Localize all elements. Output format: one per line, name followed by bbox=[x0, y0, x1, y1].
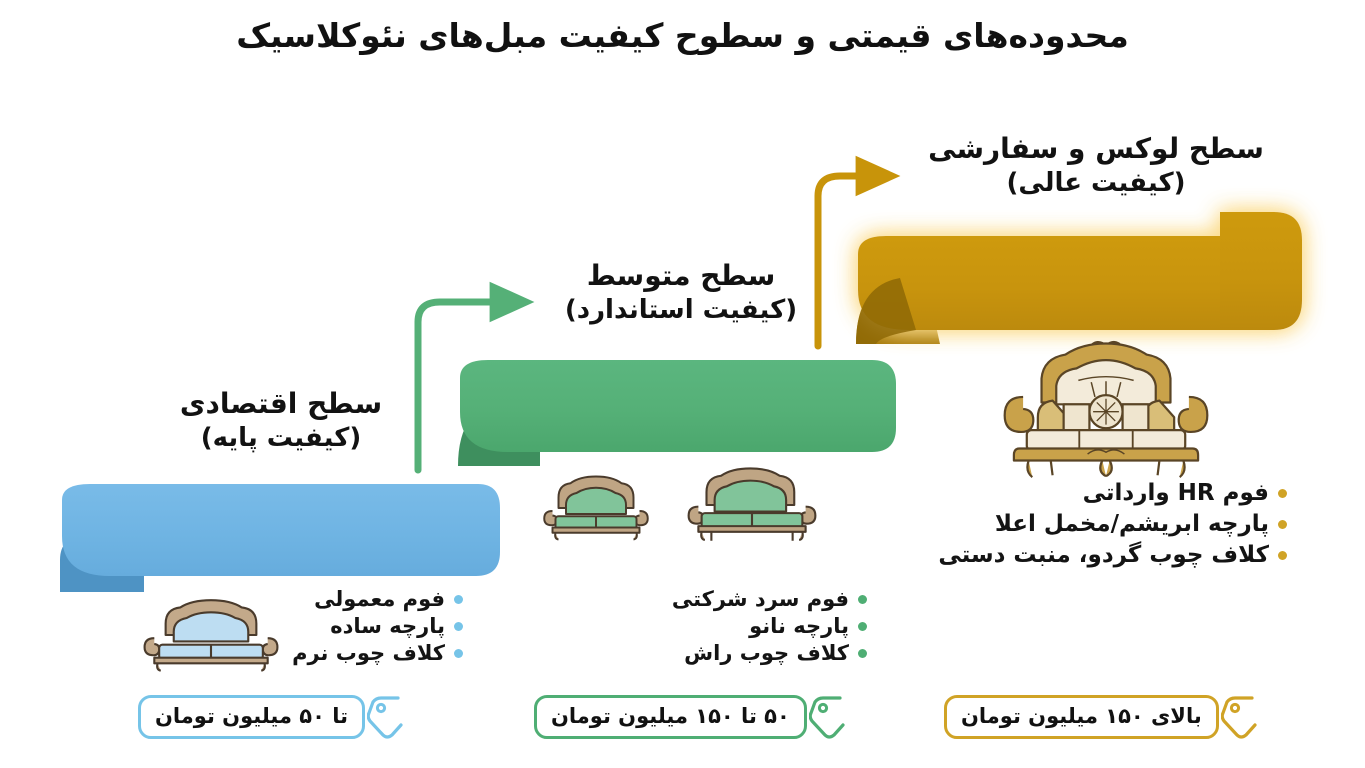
bullet-dot-icon bbox=[454, 595, 463, 604]
bullet-dot-icon bbox=[858, 622, 867, 631]
feature-label: فوم سرد شرکتی bbox=[671, 587, 849, 611]
sofa-icon-gold bbox=[1003, 341, 1209, 478]
feature-list-luxury: فوم HR وارداتی پارچه ابریشم/مخمل اعلا کل… bbox=[938, 478, 1287, 571]
arrow-economy-to-medium bbox=[414, 281, 535, 474]
price-tag-icon bbox=[367, 696, 403, 739]
level-heading-economy-line1: سطح اقتصادی bbox=[179, 387, 383, 420]
sofa-icon-green bbox=[687, 467, 817, 541]
level-heading-economy: سطح اقتصادی (کیفیت پایه) bbox=[148, 386, 414, 455]
step-ribbon-medium bbox=[458, 360, 896, 466]
bullet-dot-icon bbox=[454, 649, 463, 658]
feature-item: پارچه ساده bbox=[292, 613, 463, 640]
level-heading-medium-line1: سطح متوسط bbox=[586, 259, 776, 292]
feature-item: فوم سرد شرکتی bbox=[672, 586, 867, 613]
page-title: محدوده‌های قیمتی و سطوح کیفیت مبل‌های نئ… bbox=[236, 16, 1129, 55]
bullet-dot-icon bbox=[858, 595, 867, 604]
feature-list-medium: فوم سرد شرکتی پارچه نانو کلاف چوب راش bbox=[672, 586, 867, 667]
price-tag-icon bbox=[808, 696, 845, 739]
sofa-icon-green bbox=[543, 475, 649, 541]
feature-label: فوم HR وارداتی bbox=[1082, 480, 1269, 506]
price-label: تا ۵۰ میلیون تومان bbox=[138, 695, 366, 739]
bullet-dot-icon bbox=[1278, 551, 1287, 560]
level-heading-medium-line2: (کیفیت استاندارد) bbox=[564, 294, 798, 325]
feature-label: پارچه نانو bbox=[749, 614, 849, 638]
bullet-dot-icon bbox=[454, 622, 463, 631]
feature-label: پارچه ساده bbox=[330, 614, 445, 638]
arrow-medium-to-luxury bbox=[814, 155, 901, 350]
feature-item: کلاف چوب گردو، منبت دستی bbox=[938, 540, 1287, 571]
level-heading-luxury-line1: سطح لوکس و سفارشی bbox=[928, 132, 1264, 165]
feature-item: پارچه نانو bbox=[672, 613, 867, 640]
level-heading-luxury-line2: (کیفیت عالی) bbox=[1006, 167, 1186, 198]
price-tag-icon bbox=[1220, 696, 1257, 739]
bullet-dot-icon bbox=[1278, 489, 1287, 498]
feature-label: کلاف چوب نرم bbox=[292, 641, 445, 665]
feature-item: پارچه ابریشم/مخمل اعلا bbox=[938, 509, 1287, 540]
price-tag-luxury[interactable]: بالای ۱۵۰ میلیون تومان bbox=[944, 694, 1269, 740]
feature-label: کلاف چوب گردو، منبت دستی bbox=[938, 542, 1269, 568]
step-ribbon-economy bbox=[60, 484, 500, 592]
level-heading-medium: سطح متوسط (کیفیت استاندارد) bbox=[548, 258, 814, 327]
feature-item: فوم معمولی bbox=[292, 586, 463, 613]
price-tag-medium[interactable]: ۵۰ تا ۱۵۰ میلیون تومان bbox=[534, 694, 857, 740]
feature-list-economy: فوم معمولی پارچه ساده کلاف چوب نرم bbox=[292, 586, 463, 667]
feature-item: کلاف چوب راش bbox=[672, 640, 867, 667]
feature-item: کلاف چوب نرم bbox=[292, 640, 463, 667]
level-heading-luxury: سطح لوکس و سفارشی (کیفیت عالی) bbox=[928, 131, 1264, 200]
price-label: ۵۰ تا ۱۵۰ میلیون تومان bbox=[534, 695, 807, 739]
price-tag-economy[interactable]: تا ۵۰ میلیون تومان bbox=[138, 694, 415, 740]
feature-label: فوم معمولی bbox=[314, 587, 445, 611]
price-label: بالای ۱۵۰ میلیون تومان bbox=[944, 695, 1219, 739]
feature-label: پارچه ابریشم/مخمل اعلا bbox=[994, 511, 1269, 537]
level-heading-economy-line2: (کیفیت پایه) bbox=[200, 422, 362, 453]
bullet-dot-icon bbox=[858, 649, 867, 658]
step-ribbon-luxury bbox=[856, 212, 1302, 344]
feature-item: فوم HR وارداتی bbox=[938, 478, 1287, 509]
feature-label: کلاف چوب راش bbox=[684, 641, 849, 665]
sofa-icon-blue bbox=[143, 599, 279, 672]
bullet-dot-icon bbox=[1278, 520, 1287, 529]
